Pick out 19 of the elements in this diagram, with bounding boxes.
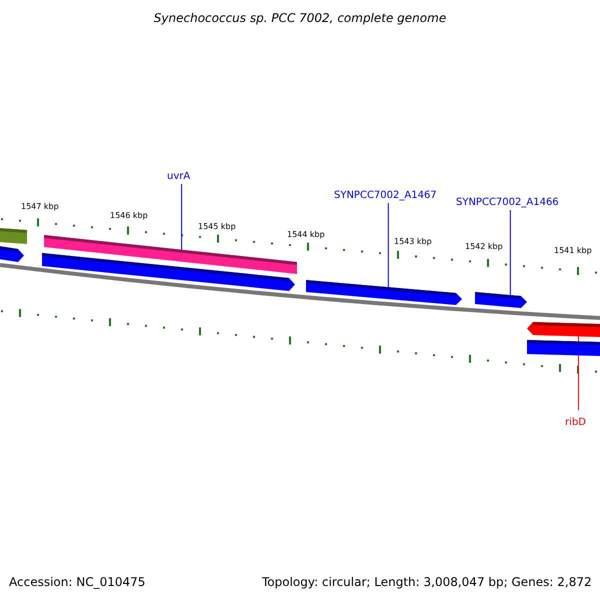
leader-line: [388, 202, 389, 288]
gene-label: uvrA: [167, 172, 190, 182]
scale-label: 1544 kbp: [287, 231, 325, 239]
leader-line: [510, 210, 511, 296]
scale-label: 1543 kbp: [394, 238, 432, 246]
gene-feature: [527, 322, 600, 337]
scale-label: 1541 kbp: [554, 247, 592, 255]
gene-label: SYNPCC7002_A1467: [334, 191, 437, 201]
gene-label: SYNPCC7002_A1466: [456, 198, 559, 208]
scale-label: 1547 kbp: [21, 203, 59, 211]
leader-line: [181, 184, 182, 252]
scale-label: 1542 kbp: [465, 243, 503, 251]
gene-feature: [306, 280, 462, 305]
map-title: Synechococcus sp. PCC 7002, complete genome: [152, 12, 448, 24]
scale-label: 1546 kbp: [110, 212, 148, 220]
gene-label: ribD: [565, 418, 586, 428]
info-text: Accession: NC_010475: [9, 576, 146, 588]
gene-feature: [475, 292, 527, 308]
info-text: Topology: circular; Length: 3,008,047 bp; Genes: 2,872: [262, 576, 592, 588]
